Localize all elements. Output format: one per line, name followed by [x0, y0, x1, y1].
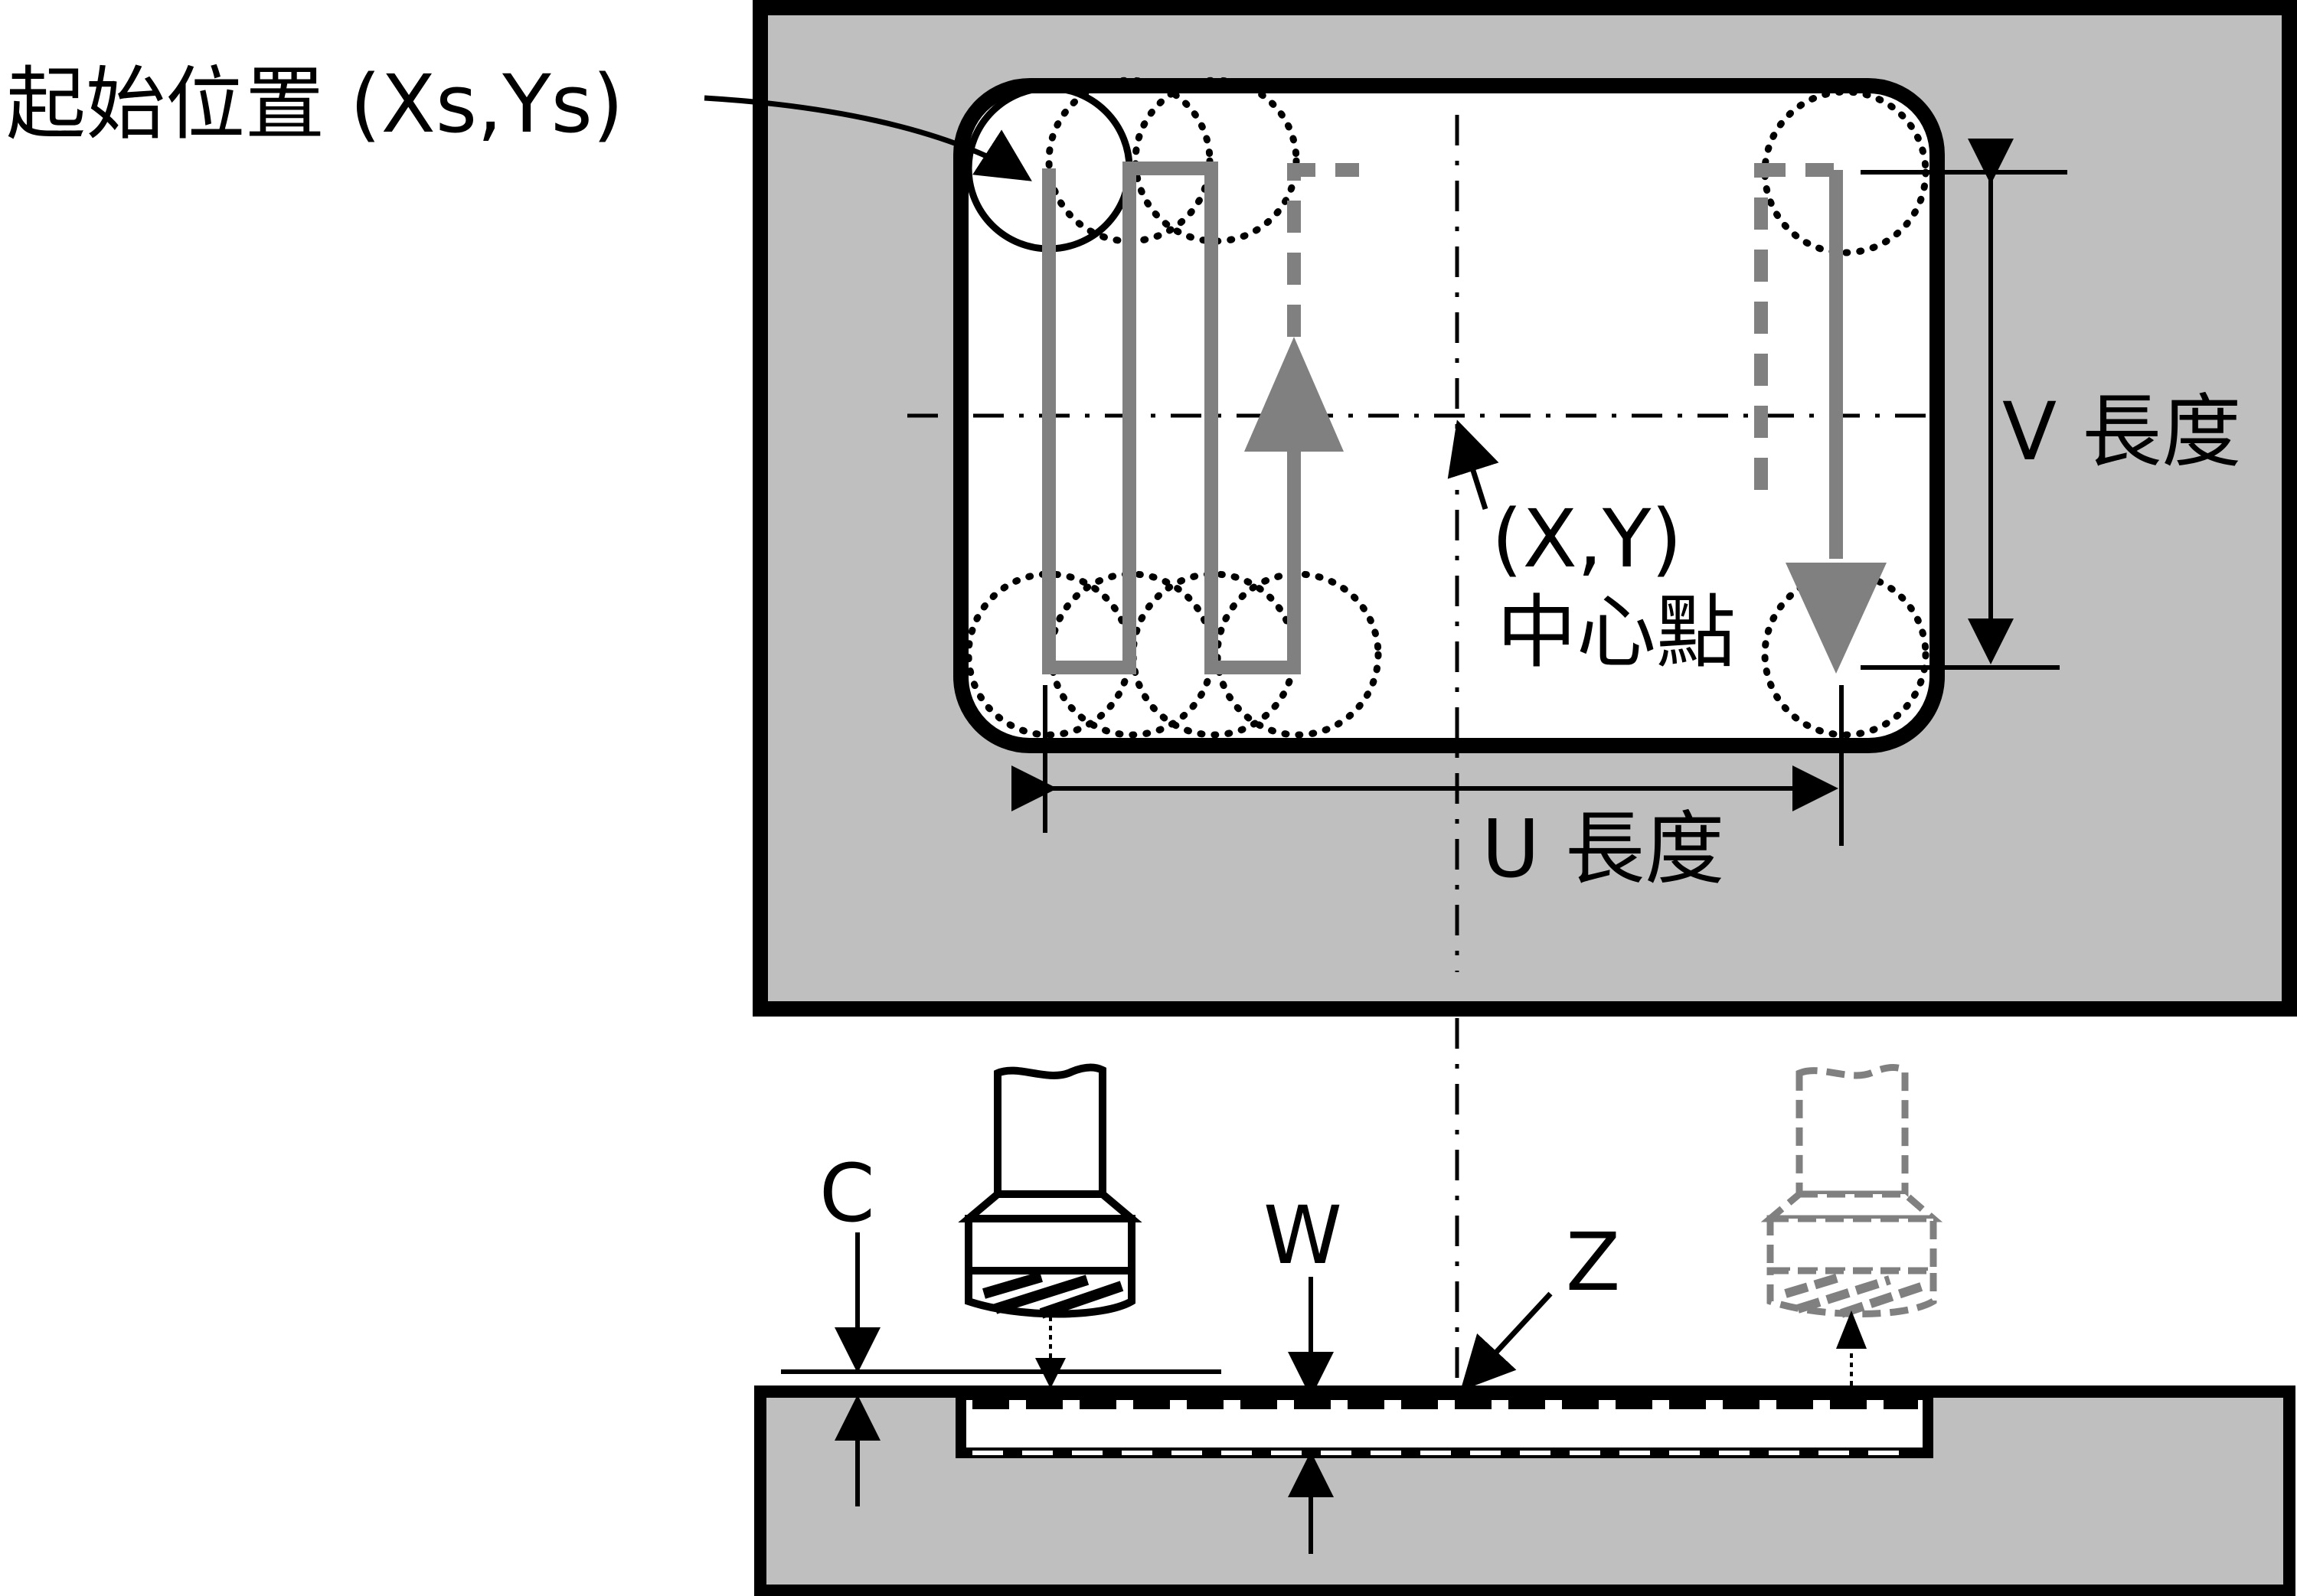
w-label: W — [1263, 1189, 1342, 1282]
toolpath-down-arrowhead — [1786, 563, 1887, 674]
center-leader — [1447, 419, 1499, 511]
center-point-label: 中心點 — [1497, 586, 1736, 679]
c-label: C — [819, 1147, 875, 1240]
side-view: C W Z — [754, 1063, 2295, 1596]
z-leader — [1460, 1291, 1553, 1392]
end-mill-dashed-icon — [1760, 1064, 1943, 1385]
center-coords-label: (X,Y) — [1492, 492, 1682, 586]
end-mill-solid-icon — [958, 1063, 1142, 1389]
toolpath-dashed-right — [1754, 163, 1834, 490]
top-view: 起始位置 (Xs,Ys) (X,Y) 中心點 V 長度 U 長度 — [6, 0, 2297, 1378]
start-leader — [704, 95, 1032, 181]
u-length-label: U 長度 — [1482, 802, 1724, 896]
tool-position-circle — [1761, 570, 1929, 739]
start-position-label: 起始位置 (Xs,Ys) — [6, 57, 623, 151]
toolpath-dashed-up — [1287, 163, 1359, 337]
toolpath-up-arrowhead — [1244, 337, 1344, 452]
z-label: Z — [1566, 1216, 1620, 1309]
toolpath-zigzag — [1042, 162, 1301, 674]
v-length-label: V 長度 — [2002, 385, 2241, 478]
